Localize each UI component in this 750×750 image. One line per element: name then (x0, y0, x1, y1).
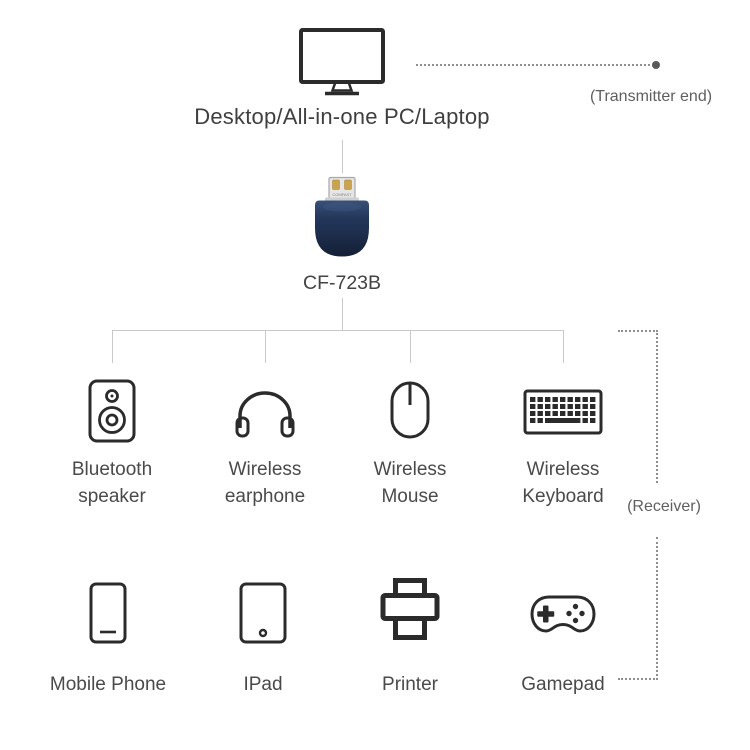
tree-branch-line-3 (410, 330, 411, 363)
transmitter-dotted-line (416, 64, 650, 66)
tree-branch-line-1 (112, 330, 113, 363)
ipad-icon (239, 582, 287, 644)
gamepad-dpad (537, 605, 555, 623)
receiver-bracket-top-vertical (656, 330, 658, 483)
device-label-gamepad: Gamepad (521, 674, 605, 695)
tree-branch-line-4 (563, 330, 564, 363)
device-label-ipad: IPad (243, 674, 283, 695)
printer-icon (380, 578, 440, 640)
gamepad-icon (530, 595, 596, 633)
device-label-wireless-mouse: Wireless Mouse (373, 459, 447, 507)
device-label-printer: Printer (382, 674, 438, 695)
adapter-brand-text: COMFAST (332, 192, 352, 197)
receiver-bracket-bottom-horizontal (618, 678, 658, 680)
device-label-wireless-earphone: Wireless earphone (224, 459, 306, 507)
receiver-bracket-bottom-vertical (656, 537, 658, 680)
tree-branch-line-2 (265, 330, 266, 363)
adapter-model-label: CF-723B (302, 272, 382, 294)
mobile-phone-icon (89, 582, 127, 644)
monitor-icon (299, 28, 385, 96)
host-device-label: Desktop/All-in-one PC/Laptop (194, 104, 490, 129)
adapter-sheen (323, 202, 361, 212)
bluetooth-speaker-icon (88, 379, 136, 443)
adapter-body (315, 200, 369, 257)
transmitter-annotation: (Transmitter end) (589, 88, 713, 105)
tree-horizontal-line (112, 330, 564, 331)
gamepad-buttons (566, 603, 585, 624)
device-label-wireless-keyboard: Wireless Keyboard (522, 459, 604, 507)
keyboard-keys (530, 397, 596, 423)
transmitter-line-end-dot (652, 61, 660, 69)
device-label-bluetooth-speaker: Bluetooth speaker (71, 459, 153, 507)
wireless-mouse-icon (390, 381, 430, 439)
connector-line-host-adapter (342, 140, 343, 173)
receiver-bracket-top-horizontal (618, 330, 658, 332)
wireless-keyboard-icon (523, 389, 603, 435)
receiver-annotation: (Receiver) (627, 498, 701, 515)
wireless-earphone-icon (235, 391, 295, 438)
usb-adapter-image: COMFAST (315, 176, 369, 257)
device-label-mobile-phone: Mobile Phone (49, 674, 167, 695)
connector-line-adapter-tree (342, 298, 343, 330)
